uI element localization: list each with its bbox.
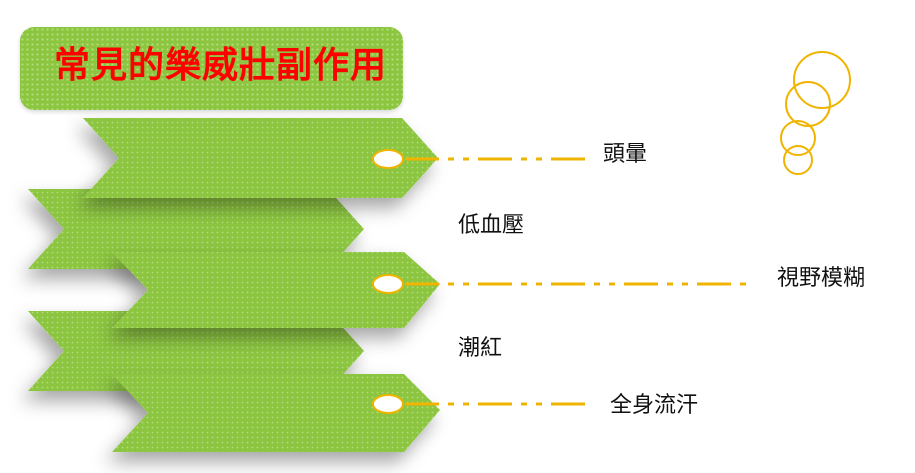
connector-hole-3 — [372, 274, 404, 294]
connector-3 — [372, 274, 752, 294]
title-banner: 常見的樂威壯副作用 — [20, 27, 403, 110]
side-effect-label-5: 全身流汗 — [610, 393, 699, 418]
deco-circle-2 — [785, 81, 831, 127]
connector-5 — [372, 394, 588, 414]
page-title: 常見的樂威壯副作用 — [54, 44, 388, 86]
deco-circle-3 — [780, 120, 816, 156]
arrow-shape-3 — [112, 252, 440, 328]
connector-hole-1 — [372, 149, 404, 169]
deco-circle-4 — [783, 145, 813, 175]
connector-1 — [372, 149, 590, 169]
arrow-shape-1 — [83, 118, 438, 198]
arrow-shape-4 — [28, 311, 364, 391]
arrow-shape-2 — [28, 189, 364, 269]
arrow-shape-5 — [112, 374, 440, 452]
side-effect-label-1: 頭暈 — [603, 142, 648, 167]
connector-hole-5 — [372, 394, 404, 414]
side-effect-label-4: 潮紅 — [458, 336, 503, 361]
side-effect-label-3: 視野模糊 — [777, 266, 866, 291]
side-effect-label-2: 低血壓 — [458, 213, 525, 238]
decorative-circles — [780, 51, 851, 175]
deco-circle-1 — [793, 51, 851, 109]
